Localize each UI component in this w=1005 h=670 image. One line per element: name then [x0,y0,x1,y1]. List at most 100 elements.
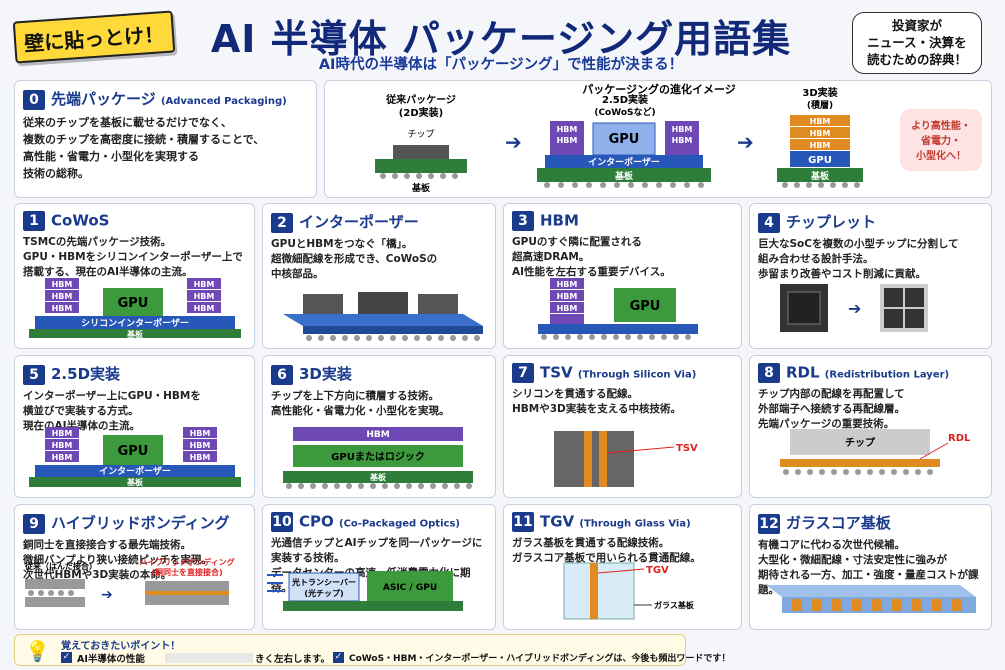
svg-text:GPU: GPU [630,299,661,314]
mid-interposer [545,155,703,168]
card-desc: ガラス基板を貫通する配線技術。 ガラスコア基板で用いられる貫通配線。 [512,537,701,564]
d3-hbm-1 [790,115,850,126]
card-title: TGV [540,512,575,531]
d3-hbm-3-label: HBM [810,141,831,150]
svg-text:基板: 基板 [369,472,387,482]
card-desc: TSMCの先端パッケージ技術。 GPU・HBMをシリコンインターポーザー上で 搭… [23,236,243,278]
svg-text:(光チップ): (光チップ) [304,588,343,598]
svg-text:GPUまたはロジック: GPUまたはロジック [331,451,425,463]
card-diagram: ➔ [780,284,928,332]
svg-text:基板: 基板 [126,329,144,339]
evolution-diagram: パッケージングの進化イメージ 従来パッケージ (2D実装) チップ 基板 ➔ 2… [375,82,982,194]
d3-substrate [777,168,863,182]
conv-substrate-label: 基板 [411,182,431,194]
mid-interposer-label: インターポーザー [588,156,660,168]
card-desc: チップ内部の配線を再配置して 外部端子へ接続する再配線層。 先端パッケージの重要… [758,388,905,430]
card-desc: GPUとHBMをつなぐ「橋」。 超微細配線を形成でき、CoWoSの 中核部品。 [271,237,438,280]
card-title: RDL [786,363,820,382]
svg-text:光トランシーバー: 光トランシーバー [291,577,356,587]
svg-text:GPU: GPU [118,444,149,459]
svg-text:HBM: HBM [194,280,215,289]
speech-bubble: 投資家が ニュース・決算を 読むための辞典！ [852,12,982,74]
arrow-icon: ➔ [737,130,754,154]
mid-hbm-right-label2: HBM [672,136,693,145]
card-number: 0 [23,89,45,110]
svg-text:HBM: HBM [52,441,73,450]
mid-gpu-label: GPU [609,132,640,147]
d3-substrate-label: 基板 [810,170,830,182]
page-title: AI 半導体 パッケージング用語集 [210,17,792,61]
card-number: 4 [758,212,780,233]
svg-text:ASIC / GPU: ASIC / GPU [383,583,437,593]
card-title: 2.5D実装 [51,365,121,383]
svg-text:ハイブリッドボンディング: ハイブリッドボンディング [139,557,234,567]
card-title-en: (Through Silicon Via) [577,369,697,381]
card-title: チップレット [786,213,877,231]
page-subtitle: AI時代の半導体は「パッケージング」で性能が決まる！ [318,57,684,73]
svg-text:HBM: HBM [557,292,578,301]
d3-gpu-label: GPU [808,155,832,166]
d3-balls [782,182,860,188]
svg-text:HBM: HBM [190,453,211,462]
card-desc: シリコンを貫通する配線。 HBMや3D実装を支える中核技術。 [512,388,681,415]
card-title: 3D実装 [299,365,352,383]
card-diagram: 従来（はんだ接合）➔ハイブリッドボンディング(銅同士を直接接合) [24,557,235,607]
mid-hbm-left [550,121,584,155]
card-title-en: (Redistribution Layer) [824,369,950,381]
card-title: ハイブリッドボンディング [51,514,230,532]
svg-text:TSV: TSV [676,443,698,454]
d3-hbm-1-label: HBM [810,117,831,126]
card-desc: GPUのすぐ隣に配置される 超高速DRAM。 AI性能を左右する重要デバイス。 [512,236,671,278]
mid-hbm-right-label: HBM [672,125,693,134]
svg-text:HBM: HBM [194,304,215,313]
svg-text:HBM: HBM [194,292,215,301]
card-desc: 従来のチップを基板に載せるだけでなく、 複数のチップを高密度に接続・積層すること… [23,115,265,180]
card-number: 3 [512,211,534,231]
card-desc: 有機コアに代わる次世代候補。 大型化・微細配線・寸法安定性に強みが 期待される一… [758,538,979,596]
mid-hbm-left-label: HBM [557,125,578,134]
footer-redaction [165,653,253,663]
checkbox-icon: ✓ [333,652,344,663]
svg-text:RDL: RDL [948,433,971,444]
footer-point-2: CoWoS・HBM・インターポーザー・ハイブリッドボンディングは、今後も頻出ワー… [349,654,731,664]
card-number: 7 [512,363,534,383]
svg-text:基板: 基板 [126,477,144,487]
card-diagram [283,292,483,341]
svg-text:HBM: HBM [557,304,578,313]
svg-text:➔: ➔ [101,587,113,603]
evolution-callout [900,109,982,171]
conv-label-2: (2D実装) [399,106,443,119]
mid-balls [544,182,704,188]
card-number: 9 [23,513,45,534]
callout-line-2: 省電力・ [920,134,961,147]
footer-point-1: AI半導体の性能 [77,654,145,665]
d3-label-2: (積層) [807,99,833,111]
evolution-heading: パッケージングの進化イメージ [582,82,736,96]
svg-text:HBM: HBM [557,280,578,289]
conv-substrate [375,159,467,173]
svg-text:➔: ➔ [848,299,861,318]
conv-chip-label: チップ [407,129,434,140]
svg-text:TGV: TGV [646,565,669,576]
checkbox-icon: ✓ [61,652,72,663]
svg-text:HBM: HBM [52,453,73,462]
mid-substrate-label: 基板 [614,170,634,182]
mid-label-1: 2.5D実装 [602,93,648,106]
card-number: 1 [23,211,45,231]
card-title: HBM [540,211,579,230]
mid-substrate [537,168,711,182]
d3-hbm-2-label: HBM [810,129,831,138]
